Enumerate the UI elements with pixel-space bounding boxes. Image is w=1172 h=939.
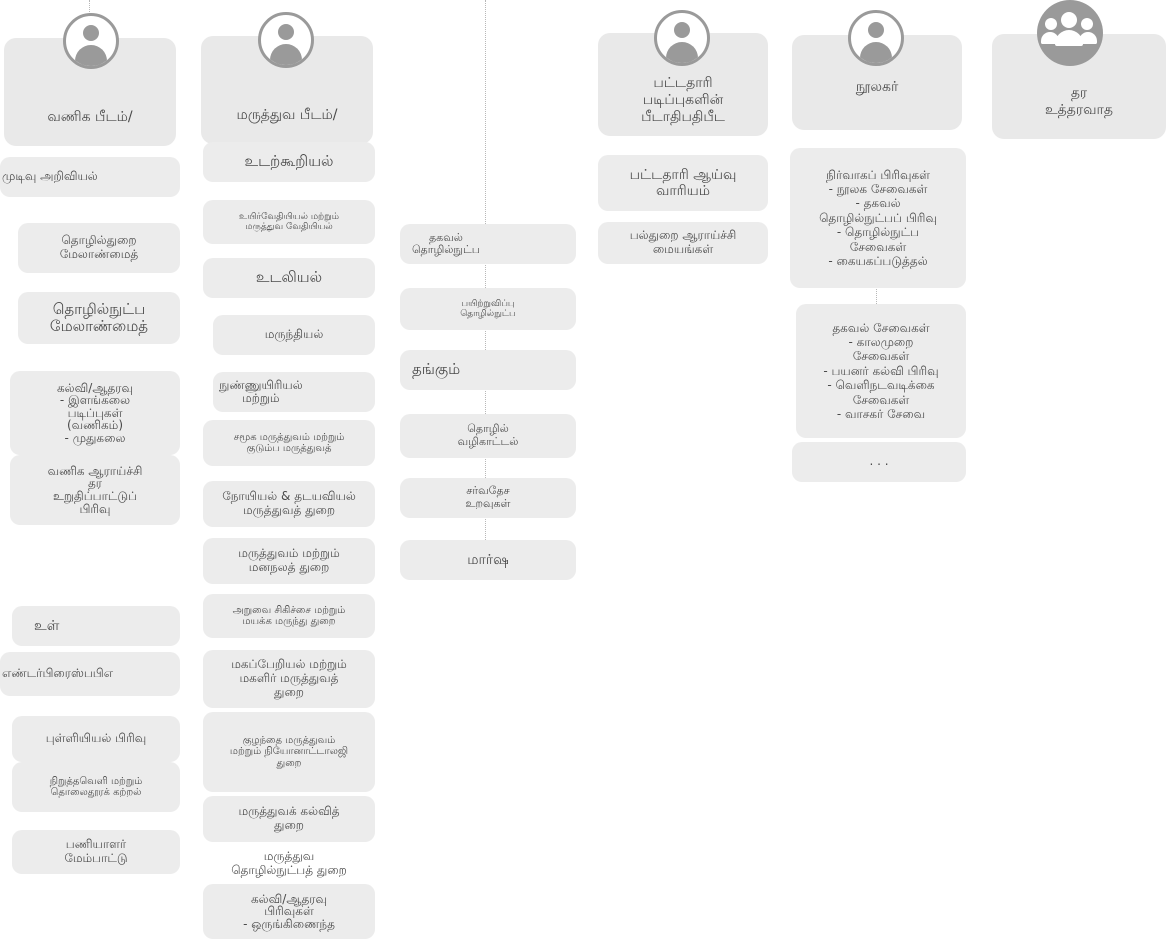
unit-medicine-psychiatry[interactable]: மருத்துவம் மற்றும் மனநலத் துறை — [203, 538, 375, 584]
unit-label: தொழில் வழிகாட்டல் — [457, 422, 519, 448]
unit-label: உடற்கூறியல் — [244, 152, 334, 171]
header-label: பட்டதாரி படிப்புகளின் பீடாதிபதிபீட — [641, 75, 725, 125]
unit-label: உள் — [34, 617, 60, 634]
person-icon — [848, 10, 904, 66]
unit-accommodation[interactable]: தங்கும் — [400, 350, 576, 390]
unit-label: தங்கும் — [412, 360, 461, 379]
unit-surgery[interactable]: அறுவை சிகிச்சை மற்றும் மயக்க மருந்து துற… — [203, 594, 375, 638]
unit-label: மருத்துவ தொழில்நுட்பத் துறை — [231, 849, 347, 877]
unit-label: பயிற்றுவிப்பு தொழில்நுட்ப — [460, 298, 516, 319]
unit-pathology[interactable]: நோயியல் & தடயவியல் மருத்துவத் துறை — [203, 481, 375, 527]
unit-label: புள்ளியியல் பிரிவு — [45, 731, 147, 746]
unit-industrial-management[interactable]: தொழில்துறை மேலாண்மைத் — [18, 223, 180, 273]
unit-label: மார்ஷ — [467, 551, 509, 568]
person-icon — [654, 10, 710, 66]
unit-label: நோயியல் & தடயவியல் மருத்துவத் துறை — [222, 489, 356, 517]
unit-enterprise[interactable]: எண்டர்பிரைஸ்பபிஎ — [0, 652, 180, 696]
header-graduate-studies[interactable]: பட்டதாரி படிப்புகளின் பீடாதிபதிபீட — [598, 33, 768, 136]
unit-label: குழந்தை மருத்துவம் மற்றும் நியோனாட்டாலஜி… — [229, 734, 349, 769]
unit-label: பணியாளர் மேம்பாட்டு — [64, 837, 128, 865]
unit-label: நுண்ணுயிரியல் மற்றும் — [219, 378, 303, 405]
unit-microbiology[interactable]: நுண்ணுயிரியல் மற்றும் — [213, 372, 375, 412]
unit-administrative-divisions[interactable]: நிர்வாகப் பிரிவுகள் - நூலக சேவைகள் - தகவ… — [790, 148, 966, 288]
unit-label: முடிவு அறிவியல் — [2, 169, 98, 184]
unit-label: அறுவை சிகிச்சை மற்றும் மயக்க மருந்து துற… — [232, 604, 346, 628]
unit-label: தொழில்நுட்ப மேலாண்மைத் — [49, 299, 149, 335]
unit-label: சமூக மருத்துவம் மற்றும் குடும்ப மருத்துவ… — [233, 431, 345, 455]
unit-anatomy[interactable]: உடற்கூறியல் — [203, 142, 375, 182]
unit-label: தகவல் சேவைகள் - காலமுறை சேவைகள் - பயனர் … — [823, 320, 939, 421]
unit-information-technology[interactable]: தகவல் தொழில்நுட்ப — [400, 224, 576, 264]
unit-instructional-technology[interactable]: பயிற்றுவிப்பு தொழில்நுட்ப — [400, 288, 576, 330]
unit-label: தகவல் தொழில்நுட்ப — [412, 231, 480, 256]
unit-business-research[interactable]: வணிக ஆராய்ச்சி தர உறுதிப்பாட்டுப் பிரிவு — [10, 455, 180, 525]
unit-label: உடலியல் — [255, 268, 323, 287]
unit-label: . . . — [869, 454, 889, 469]
header-label: தர உத்தரவாத — [1044, 84, 1113, 118]
unit-decision-sciences[interactable]: முடிவு அறிவியல் — [0, 157, 180, 197]
unit-label: வணிக ஆராய்ச்சி தர உறுதிப்பாட்டுப் பிரிவு — [47, 463, 143, 516]
unit-label: கல்வி/ஆதரவு - இளங்கலை படிப்புகள் (வணிகம்… — [56, 380, 133, 445]
unit-biochemistry[interactable]: உயிர்வேதியியல் மற்றும் மருத்துவ வேதியியல… — [203, 200, 375, 244]
unit-information-services[interactable]: தகவல் சேவைகள் - காலமுறை சேவைகள் - பயனர் … — [796, 304, 966, 438]
unit-label: மருத்துவம் மற்றும் மனநலத் துறை — [238, 546, 340, 574]
connector-line — [485, 0, 486, 570]
unit-label: மருத்துவக் கல்வித் துறை — [238, 804, 340, 832]
unit-label: பல்துறை ஆராய்ச்சி மையங்கள் — [629, 228, 737, 256]
unit-obstetrics[interactable]: மகப்பேறியல் மற்றும் மகளிர் மருத்துவத் து… — [203, 650, 375, 708]
unit-academic-support[interactable]: கல்வி/ஆதரவு - இளங்கலை படிப்புகள் (வணிகம்… — [10, 371, 180, 455]
unit-internal[interactable]: உள் — [12, 606, 180, 646]
header-label: வணிக பீடம்/ — [47, 108, 133, 125]
unit-label: எண்டர்பிரைஸ்பபிஎ — [2, 666, 114, 681]
unit-label: தொழில்துறை மேலாண்மைத் — [59, 233, 139, 261]
unit-label: கல்வி/ஆதரவு பிரிவுகள் - ஒருங்கிணைந்த — [243, 891, 335, 931]
unit-physiology[interactable]: உடலியல் — [203, 258, 375, 298]
person-icon — [258, 12, 314, 68]
unit-label: மகப்பேறியல் மற்றும் மகளிர் மருத்துவத் து… — [231, 657, 347, 699]
unit-pharmacology[interactable]: மருந்தியல் — [213, 315, 375, 355]
unit-label: பட்டதாரி ஆய்வு வாரியம் — [629, 166, 737, 199]
header-label: மருத்துவ பீடம்/ — [236, 106, 338, 123]
unit-career-guidance[interactable]: தொழில் வழிகாட்டல் — [400, 414, 576, 458]
person-icon — [63, 13, 119, 69]
unit-paediatrics[interactable]: குழந்தை மருத்துவம் மற்றும் நியோனாட்டாலஜி… — [203, 712, 375, 792]
unit-staff-development[interactable]: பணியாளர் மேம்பாட்டு — [12, 830, 180, 874]
unit-medical-education[interactable]: மருத்துவக் கல்வித் துறை — [203, 796, 375, 842]
unit-label: சர்வதேச உறவுகள் — [465, 484, 511, 510]
unit-label: மருந்தியல் — [264, 327, 324, 342]
unit-community-medicine[interactable]: சமூக மருத்துவம் மற்றும் குடும்ப மருத்துவ… — [203, 420, 375, 466]
unit-medical-academic-support[interactable]: கல்வி/ஆதரவு பிரிவுகள் - ஒருங்கிணைந்த — [203, 884, 375, 939]
unit-label: நிர்வாகப் பிரிவுகள் - நூலக சேவைகள் - தகவ… — [819, 167, 937, 268]
unit-research-centres[interactable]: பல்துறை ஆராய்ச்சி மையங்கள் — [598, 222, 768, 264]
group-icon — [1037, 0, 1103, 66]
connector-line — [876, 280, 877, 310]
unit-medical-technology[interactable]: மருத்துவ தொழில்நுட்பத் துறை — [203, 846, 375, 882]
unit-technology-management[interactable]: தொழில்நுட்ப மேலாண்மைத் — [18, 292, 180, 344]
unit-distance-learning[interactable]: நிறுத்தவெளி மற்றும் தொலைதூரக் கற்றல் — [12, 762, 180, 812]
unit-statistics[interactable]: புள்ளியியல் பிரிவு — [12, 716, 180, 762]
unit-label: உயிர்வேதியியல் மற்றும் மருத்துவ வேதியியல… — [239, 211, 339, 232]
header-label: நூலகர் — [855, 79, 899, 96]
unit-international-relations[interactable]: சர்வதேச உறவுகள் — [400, 478, 576, 518]
unit-label: நிறுத்தவெளி மற்றும் தொலைதூரக் கற்றல் — [49, 775, 143, 799]
unit-other[interactable]: . . . — [792, 442, 966, 482]
unit-graduate-research-board[interactable]: பட்டதாரி ஆய்வு வாரியம் — [598, 155, 768, 211]
unit-marshal[interactable]: மார்ஷ — [400, 540, 576, 580]
